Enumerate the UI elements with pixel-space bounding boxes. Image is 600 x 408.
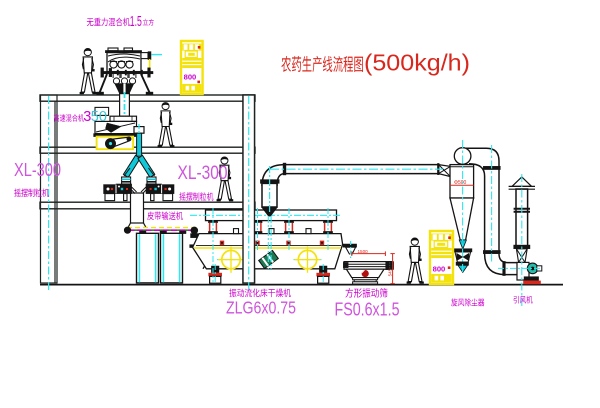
svg-text:1.5: 1.5: [130, 13, 142, 30]
svg-text:FS0.6x1.5: FS0.6x1.5: [335, 299, 400, 319]
svg-text:800: 800: [433, 265, 446, 274]
svg-text:Φ500: Φ500: [454, 180, 467, 186]
svg-text:(500kg/h): (500kg/h): [364, 50, 470, 76]
svg-text:ZLG6x0.75: ZLG6x0.75: [226, 298, 296, 318]
svg-text:545: 545: [387, 268, 392, 276]
svg-text:800: 800: [184, 73, 197, 82]
svg-text:1500: 1500: [358, 249, 369, 254]
svg-text:XL-300: XL-300: [14, 160, 61, 180]
svg-text:3: 3: [83, 109, 91, 125]
svg-text:50: 50: [91, 109, 107, 125]
svg-text:XL-300: XL-300: [178, 163, 228, 184]
